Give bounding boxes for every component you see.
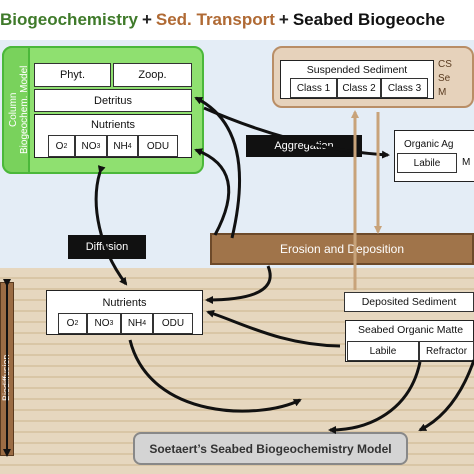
erosion-deposition-bar: Erosion and Deposition [210,233,474,265]
title-sed-transport: Sed. Transport [155,10,275,29]
deposited-sediment-box: Deposited Sediment [344,292,474,312]
water-nutrient-odu: ODU [138,135,178,157]
aggregation-label: Aggregation [246,135,362,157]
organic-aggregates-labile: Labile [397,153,457,173]
detritus-box: Detritus [34,89,192,112]
sediment-class-3: Class 3 [381,78,428,98]
water-column-model-label: Column Biogeochem. Model [8,65,30,155]
diagram-title: Biogeochemistry+Sed. Transport+Seabed Bi… [0,0,474,40]
seabed-organic-labile: Labile [347,341,419,361]
biodiffusion-bar: Biodiffusion [0,282,14,456]
sediment-model-side-label: CS Se M [438,59,452,98]
organic-aggregates-label: Organic Ag [404,139,454,150]
title-plus-2: + [278,10,289,29]
water-nutrients-label: Nutrients [90,119,136,131]
seabed-nutrient-odu: ODU [153,313,193,334]
title-plus-1: + [141,10,152,29]
organic-aggregates-fragment: M [462,157,471,168]
footer-model-label: Soetaert’s Seabed Biogeochemistry Model [133,432,408,465]
biodiffusion-label: Biodiffusion [1,354,11,402]
zooplankton-box: Zoop. [113,63,192,87]
seabed-organic-refractory: Refractor [419,341,474,361]
diffusion-label: Diffusion [68,235,146,259]
seabed-nutrients-label: Nutrients [102,297,147,309]
sediment-class-1: Class 1 [290,78,337,98]
phytoplankton-box: Phyt. [34,63,111,87]
sediment-class-2: Class 2 [337,78,381,98]
seabed-organic-matter-label: Seabed Organic Matte [358,324,464,336]
title-seabed-biogeochemistry: Seabed Biogeoche [292,10,445,29]
water-column-model-tab: Column Biogeochem. Model [2,46,30,174]
title-biogeochemistry: Biogeochemistry [0,10,138,29]
suspended-sediment-label: Suspended Sediment [306,64,408,76]
